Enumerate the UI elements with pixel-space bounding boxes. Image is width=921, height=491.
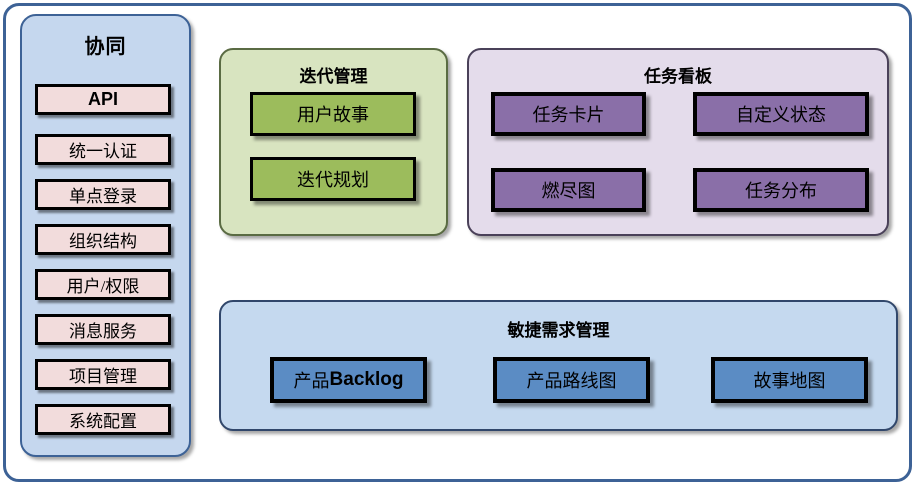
iteration-box-user-story[interactable]: 用户故事 [250, 92, 416, 136]
agile-box-story-map[interactable]: 故事地图 [711, 357, 868, 403]
sidebar-item-org-structure[interactable]: 组织结构 [35, 224, 171, 255]
agile-box-product-backlog-latin: Backlog [329, 369, 404, 390]
iteration-panel-title: 迭代管理 [299, 67, 368, 86]
sidebar-panel-collaboration[interactable]: 协同 API 统一认证 单点登录 组织结构 用户/权限 消息服务 项目管理 系统… [20, 14, 191, 457]
sidebar-title: 协同 [84, 36, 127, 58]
sidebar-item-sso[interactable]: 单点登录 [35, 179, 171, 210]
taskboard-box-task-distribution[interactable]: 任务分布 [693, 168, 869, 212]
agile-panel-title: 敏捷需求管理 [507, 321, 610, 340]
sidebar-item-message-service[interactable]: 消息服务 [35, 314, 171, 345]
taskboard-box-custom-status[interactable]: 自定义状态 [693, 92, 869, 136]
taskboard-panel-title: 任务看板 [644, 67, 712, 86]
iteration-management-panel[interactable]: 迭代管理 用户故事 迭代规划 [219, 48, 448, 236]
agile-box-product-roadmap[interactable]: 产品路线图 [493, 357, 650, 403]
sidebar-item-system-config[interactable]: 系统配置 [35, 404, 171, 435]
task-board-panel[interactable]: 任务看板 任务卡片 自定义状态 燃尽图 任务分布 [467, 48, 889, 236]
sidebar-item-api[interactable]: API [35, 84, 171, 115]
iteration-box-sprint-planning[interactable]: 迭代规划 [250, 157, 416, 201]
sidebar-item-user-permission[interactable]: 用户/权限 [35, 269, 171, 300]
taskboard-box-burndown-chart[interactable]: 燃尽图 [491, 168, 646, 212]
taskboard-box-task-card[interactable]: 任务卡片 [491, 92, 646, 136]
sidebar-item-unified-auth[interactable]: 统一认证 [35, 134, 171, 165]
sidebar-item-project-mgmt[interactable]: 项目管理 [35, 359, 171, 390]
agile-box-product-backlog-cjk: 产品 [293, 371, 330, 391]
